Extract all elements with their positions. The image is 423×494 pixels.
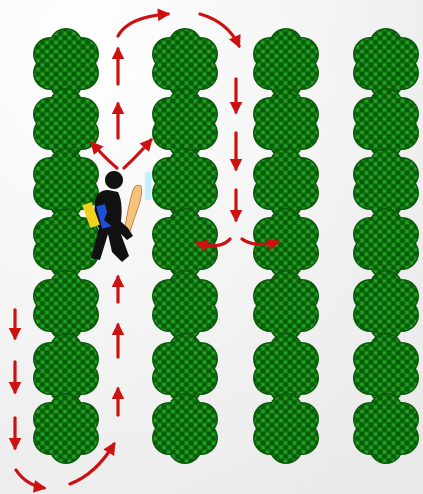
tree-icon <box>353 393 419 464</box>
tree-icon <box>353 270 419 341</box>
tree-icon <box>33 393 99 464</box>
tree-icon <box>253 393 319 464</box>
tree-icon <box>152 393 218 464</box>
tree-icon <box>152 270 218 341</box>
tree-icon <box>353 208 419 279</box>
tree-icon <box>33 270 99 341</box>
tree-icon <box>253 270 319 341</box>
tree-icon <box>152 208 218 279</box>
